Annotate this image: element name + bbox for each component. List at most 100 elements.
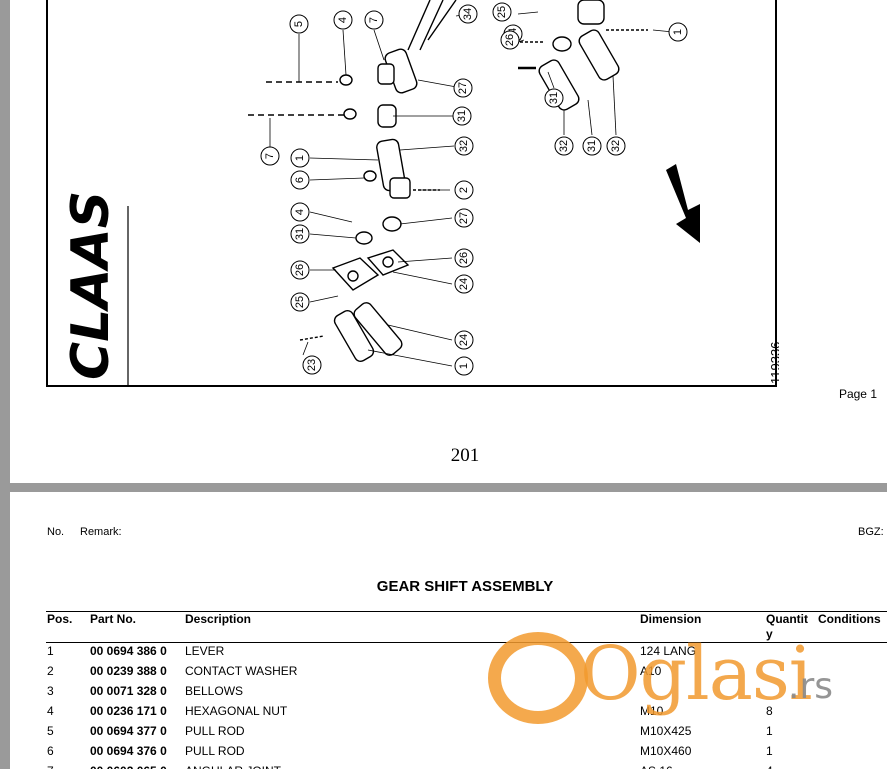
- callout-5: 5: [289, 14, 309, 34]
- callout-6: 6: [290, 170, 310, 190]
- callout-24: 24: [454, 274, 474, 294]
- assembly-title: GEAR SHIFT ASSEMBLY: [376, 578, 554, 595]
- document-page-2: No. Remark: BGZ: GEAR SHIFT ASSEMBLY Pos…: [10, 492, 887, 769]
- row-description: CONTACT WASHER: [185, 664, 298, 678]
- right-plate-top: [577, 0, 605, 25]
- direction-arrow-icon: [666, 164, 700, 243]
- page-label: Page 1: [838, 387, 877, 401]
- callout-label: 31: [294, 228, 306, 240]
- row-pos: 6: [47, 744, 54, 758]
- callout-24: 24: [454, 330, 474, 350]
- callout-1: 1: [454, 356, 474, 376]
- callout-label: 25: [496, 6, 508, 18]
- page-number: 201: [450, 445, 480, 466]
- row-part-no: 00 0071 328 0: [90, 684, 167, 698]
- callout-7: 7: [260, 146, 280, 166]
- callout-label: 2: [458, 187, 470, 193]
- table-row: 700 0602 065 0ANGULAR JOINTAS 164: [10, 764, 887, 769]
- table-header-rule: [46, 642, 887, 643]
- callout-4: 4: [333, 10, 353, 30]
- hex-nut: [363, 170, 377, 182]
- row-quantity: 1: [766, 744, 773, 758]
- callout-label: 7: [264, 153, 276, 159]
- lever-lower-2: [353, 302, 403, 356]
- row-quantity: 1: [766, 724, 773, 738]
- callout-27: 27: [453, 78, 473, 98]
- col-description: Description: [185, 612, 252, 626]
- exploded-parts-diagram: 5473425242731327162431272626242524231313…: [46, 0, 779, 387]
- table-row: 3 00 0071 328 0 BELLOWS: [10, 684, 887, 704]
- row-dimension: M10X460: [640, 744, 692, 758]
- row-quantity: 8: [766, 704, 773, 718]
- nut-1: [339, 74, 353, 86]
- callout-32: 32: [606, 136, 626, 156]
- callout-label: 32: [458, 140, 470, 152]
- row-description: LEVER: [185, 644, 225, 658]
- callout-label: 34: [462, 8, 474, 20]
- row-description: PULL ROD: [185, 744, 245, 758]
- row-description: BELLOWS: [185, 684, 244, 698]
- row-dimension: M10: [640, 704, 664, 718]
- row-pos: 3: [47, 684, 54, 698]
- callout-31: 31: [582, 136, 602, 156]
- callout-label: 1: [458, 363, 470, 369]
- callout-label: 1: [294, 155, 306, 161]
- row-pos: 7: [47, 764, 54, 769]
- callout-32: 32: [554, 136, 574, 156]
- lever-lower-1: [333, 309, 375, 363]
- row-pos: 1: [47, 644, 54, 658]
- row-description: ANGULAR JOINT: [185, 764, 281, 769]
- callout-25: 25: [492, 2, 512, 22]
- nut-2: [343, 108, 357, 120]
- right-lever-1: [578, 29, 620, 81]
- callout-label: 31: [548, 92, 560, 104]
- col-conditions: Conditions: [818, 612, 881, 626]
- row-dimension: 124 LANG: [640, 644, 697, 658]
- callout-label: 4: [294, 209, 306, 215]
- row-part-no: 00 0602 065 0: [90, 764, 167, 769]
- callout-label: 31: [456, 110, 468, 122]
- callout-1: 1: [668, 22, 688, 42]
- callout-label: 1: [672, 29, 684, 35]
- callout-1: 1: [290, 148, 310, 168]
- table-row: 5 00 0694 377 0 PULL ROD M10X425 1: [10, 724, 887, 744]
- callout-26: 26: [500, 30, 520, 50]
- row-part-no: 00 0694 377 0: [90, 724, 167, 738]
- callout-label: 23: [306, 359, 318, 371]
- callout-2: 2: [454, 180, 474, 200]
- row-description: PULL ROD: [185, 724, 245, 738]
- callout-7: 7: [364, 10, 384, 30]
- callout-32: 32: [454, 136, 474, 156]
- row-pos: 5: [47, 724, 54, 738]
- row-dimension: M10X425: [640, 724, 692, 738]
- callout-label: 25: [294, 296, 306, 308]
- callout-31: 31: [290, 224, 310, 244]
- callout-label: 32: [610, 140, 622, 152]
- callout-label: 27: [457, 82, 469, 94]
- callout-25: 25: [290, 292, 310, 312]
- header-bgz: BGZ:: [858, 526, 884, 538]
- callout-label: 4: [337, 17, 349, 23]
- callout-label: 26: [504, 34, 516, 46]
- callout-label: 27: [458, 212, 470, 224]
- row-part-no: 00 0694 386 0: [90, 644, 167, 658]
- callout-27: 27: [454, 208, 474, 228]
- claas-logo: CLAAS: [61, 191, 121, 380]
- bushing-middle: [389, 177, 411, 199]
- callout-label: 26: [458, 252, 470, 264]
- bushing-26: [355, 231, 373, 245]
- callout-26: 26: [290, 260, 310, 280]
- col-pos: Pos.: [47, 612, 73, 626]
- callout-4: 4: [290, 202, 310, 222]
- washer-1: [382, 216, 402, 232]
- row-dimension: AS 16: [640, 764, 673, 769]
- header-remark: Remark:: [80, 526, 122, 538]
- drawing-number: 119336: [768, 342, 779, 384]
- diagram-drawing: 5473425242731327162431272626242524231313…: [61, 0, 779, 385]
- row-pos: 2: [47, 664, 54, 678]
- callout-31: 31: [452, 106, 472, 126]
- callout-label: 24: [458, 334, 470, 346]
- document-page-1: 5473425242731327162431272626242524231313…: [10, 0, 887, 483]
- callout-23: 23: [302, 355, 322, 375]
